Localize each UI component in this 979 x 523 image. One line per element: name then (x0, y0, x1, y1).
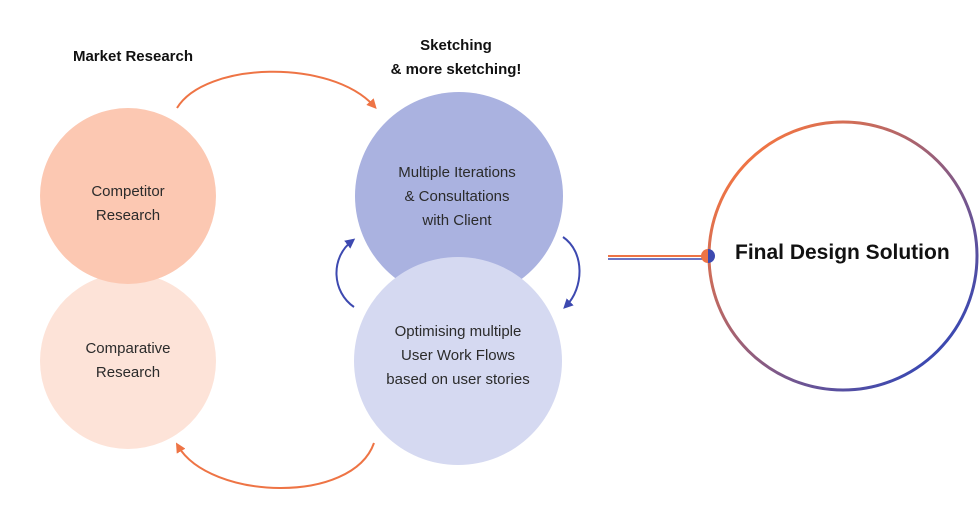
competitor-research-label: Competitor Research (91, 183, 165, 224)
sketching-heading-line2: & more sketching! (390, 61, 522, 78)
top-orange-arrow (176, 70, 377, 109)
bottom-orange-arrow (175, 442, 375, 489)
node-dot-right-half (708, 249, 715, 263)
market-research-heading: Market Research (72, 48, 194, 65)
final-design-solution-label: Final Design Solution (735, 241, 950, 264)
comparative-research-label: Comparative Research (85, 340, 171, 381)
iterations-label: Multiple Iterations & Consultations with… (398, 164, 516, 229)
left-blue-arrow (335, 238, 356, 308)
sketching-heading-line1: Sketching (420, 37, 492, 54)
competitor-research-circle (40, 108, 216, 284)
comparative-research-circle (40, 273, 216, 449)
right-blue-arrow (562, 236, 581, 309)
optimising-label: Optimising multiple User Work Flows base… (386, 323, 530, 388)
node-dot-left-half (701, 249, 708, 263)
iterations-circle (355, 92, 563, 300)
optimising-circle (354, 257, 562, 465)
